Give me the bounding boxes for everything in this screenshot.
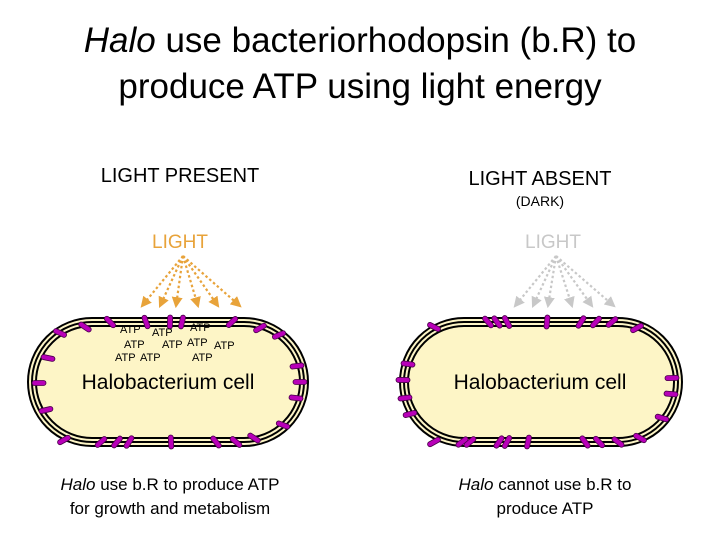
bacteriorhodopsin-protein — [253, 322, 267, 334]
bacteriorhodopsin-protein — [247, 432, 261, 444]
bacteriorhodopsin-protein — [590, 315, 602, 329]
light-arrows-present — [140, 255, 242, 309]
bacteriorhodopsin-protein — [292, 379, 308, 385]
bacteriorhodopsin-protein — [111, 435, 123, 449]
bacteriorhodopsin-protein — [166, 314, 174, 330]
title-line-1-text: use bacteriorhodopsin (b.R) to — [155, 21, 637, 60]
bacteriorhodopsin-protein — [482, 315, 494, 329]
bacteriorhodopsin-protein — [611, 436, 625, 448]
bacteriorhodopsin-protein — [605, 316, 619, 328]
atp-label: ATP — [214, 340, 235, 352]
bacteriorhodopsin-protein — [524, 434, 532, 450]
bacteriorhodopsin-protein — [493, 435, 505, 449]
cell-label-left: Halobacterium cell — [81, 371, 255, 394]
caption-left-line-1-text: use b.R to produce ATP — [95, 475, 280, 494]
cell-label-right: Halobacterium cell — [453, 371, 627, 394]
bacteriorhodopsin-proteins-left — [31, 314, 308, 450]
caption-right-line-2: produce ATP — [496, 499, 594, 518]
bacteriorhodopsin-protein — [663, 390, 679, 398]
atp-label: ATP — [152, 327, 173, 339]
light-present-heading: LIGHT PRESENT — [100, 165, 260, 187]
light-arrow — [140, 255, 184, 308]
light-arrow — [182, 255, 220, 308]
atp-label: ATP — [140, 352, 161, 364]
light-arrow — [531, 255, 557, 308]
bacteriorhodopsin-protein — [575, 315, 587, 329]
light-arrow — [171, 255, 185, 309]
caption-right-line-1-text: cannot use b.R to — [493, 475, 632, 494]
bacteriorhodopsin-protein — [275, 420, 291, 430]
dark-subheading: (DARK) — [515, 193, 565, 209]
bacteriorhodopsin-protein — [141, 314, 151, 330]
light-arrow — [158, 255, 184, 308]
light-label-absent: LIGHT — [525, 232, 581, 253]
bacteriorhodopsin-protein — [31, 380, 47, 386]
bacteriorhodopsin-protein — [395, 377, 411, 383]
light-arrow — [181, 255, 201, 309]
bacteriorhodopsin-protein — [491, 315, 503, 329]
light-arrow — [554, 255, 575, 309]
title-italic-halo: Halo — [83, 21, 156, 60]
bacteriorhodopsin-protein — [400, 360, 416, 368]
light-label-present: LIGHT — [152, 232, 208, 253]
caption-left-italic: Halo — [60, 475, 96, 494]
bacteriorhodopsin-protein — [40, 354, 56, 362]
bacteriorhodopsin-protein — [94, 436, 108, 448]
bacteriorhodopsin-protein — [210, 435, 222, 449]
light-arrow — [513, 255, 557, 308]
light-absent-heading: LIGHT ABSENT — [468, 168, 612, 190]
atp-label: ATP — [190, 322, 211, 334]
bacteriorhodopsin-protein — [630, 322, 644, 334]
atp-label: ATP — [187, 337, 208, 349]
atp-label: ATP — [120, 324, 141, 336]
title-line-2: produce ATP using light energy — [118, 67, 602, 106]
light-arrow — [543, 255, 558, 309]
atp-label: ATP — [162, 339, 183, 351]
title-line-1: Halo use bacteriorhodopsin (b.R) to — [0, 18, 720, 64]
light-arrows-absent — [513, 255, 616, 309]
caption-left: Halo use b.R to produce ATP for growth a… — [20, 473, 320, 521]
bacteriorhodopsin-protein — [592, 435, 606, 449]
bacteriorhodopsin-protein — [225, 316, 239, 328]
light-arrow — [555, 255, 594, 308]
caption-right: Halo cannot use b.R to produce ATP — [400, 473, 690, 521]
bacteriorhodopsin-protein — [402, 410, 418, 418]
bacteriorhodopsin-protein — [103, 315, 117, 329]
bacteriorhodopsin-protein — [455, 436, 469, 448]
bacteriorhodopsin-protein — [271, 330, 287, 340]
bacteriorhodopsin-protein — [288, 394, 304, 402]
bacteriorhodopsin-protein — [167, 434, 175, 450]
bacteriorhodopsin-protein — [633, 432, 647, 444]
bacteriorhodopsin-protein — [78, 321, 92, 333]
caption-right-line-1: Halo cannot use b.R to — [400, 473, 690, 497]
caption-left-line-2: for growth and metabolism — [69, 499, 271, 518]
bacteriorhodopsin-protein — [229, 436, 243, 448]
caption-right-italic: Halo — [458, 475, 494, 494]
bacteriorhodopsin-proteins-right — [395, 314, 680, 450]
bacteriorhodopsin-protein — [397, 394, 413, 402]
bacteriorhodopsin-protein — [654, 413, 670, 423]
bacteriorhodopsin-protein — [53, 328, 67, 338]
bacteriorhodopsin-protein — [38, 406, 54, 414]
bacteriorhodopsin-protein — [664, 374, 680, 382]
halobacterium-cell-right — [399, 317, 683, 447]
bacteriorhodopsin-protein — [427, 436, 441, 448]
page-title: Halo use bacteriorhodopsin (b.R) to prod… — [0, 18, 720, 110]
atp-label: ATP — [192, 352, 213, 364]
bacteriorhodopsin-protein — [57, 434, 71, 446]
bacteriorhodopsin-protein — [579, 435, 591, 449]
bacteriorhodopsin-protein — [289, 362, 305, 370]
bacteriorhodopsin-protein — [543, 314, 551, 330]
atp-label: ATP — [124, 339, 145, 351]
bacteriorhodopsin-protein — [501, 315, 513, 329]
bacteriorhodopsin-protein — [427, 322, 441, 332]
bacteriorhodopsin-protein — [123, 435, 135, 449]
bacteriorhodopsin-protein — [463, 436, 477, 448]
bacteriorhodopsin-protein — [501, 435, 513, 449]
atp-label: ATP — [115, 352, 136, 364]
caption-left-line-1: Halo use b.R to produce ATP — [20, 473, 320, 497]
bacteriorhodopsin-protein — [178, 314, 186, 330]
